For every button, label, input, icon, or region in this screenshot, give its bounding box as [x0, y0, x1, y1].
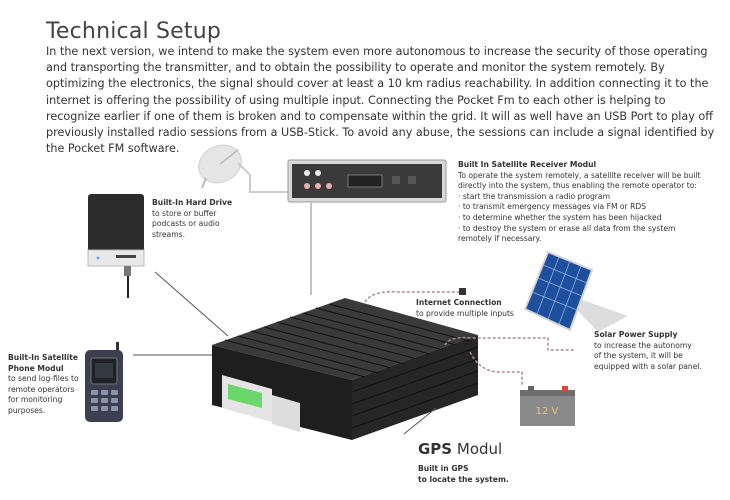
satellite-receiver-icon [287, 159, 447, 203]
dish-cable [237, 162, 288, 193]
hard-drive-arrow [154, 271, 229, 337]
solar-cable [444, 336, 575, 351]
pocket-fm-device-icon [212, 298, 479, 440]
internet-port-icon [459, 288, 466, 295]
internet-label: Internet Connection to provide multiple … [416, 298, 514, 318]
hard-drive-icon [87, 194, 145, 298]
internet-cable [364, 290, 459, 303]
phone-label: Built-In Satellite Phone Modul to send l… [8, 353, 79, 415]
gps-arrow [403, 407, 437, 435]
intro-paragraph: In the next version, we intend to make t… [46, 45, 715, 156]
satellite-phone-icon [85, 342, 123, 422]
solar-label: Solar Power Supply to increase the auton… [594, 330, 702, 371]
battery-label: 12 V [536, 406, 559, 417]
gps-title: GPS Modul [418, 440, 503, 458]
hard-drive-label: Built-In Hard Drive to store or buffer p… [152, 198, 233, 239]
satellite-receiver-label: Built In Satellite Receiver Modul To ope… [458, 160, 701, 244]
battery-cable [469, 351, 523, 386]
satellite-dish-icon [198, 144, 242, 189]
gps-label: Built in GPS to locate the system. [418, 464, 509, 484]
battery-icon: 12 V [520, 386, 575, 426]
page-title: Technical Setup [46, 18, 222, 44]
solar-panel-icon [523, 250, 628, 332]
